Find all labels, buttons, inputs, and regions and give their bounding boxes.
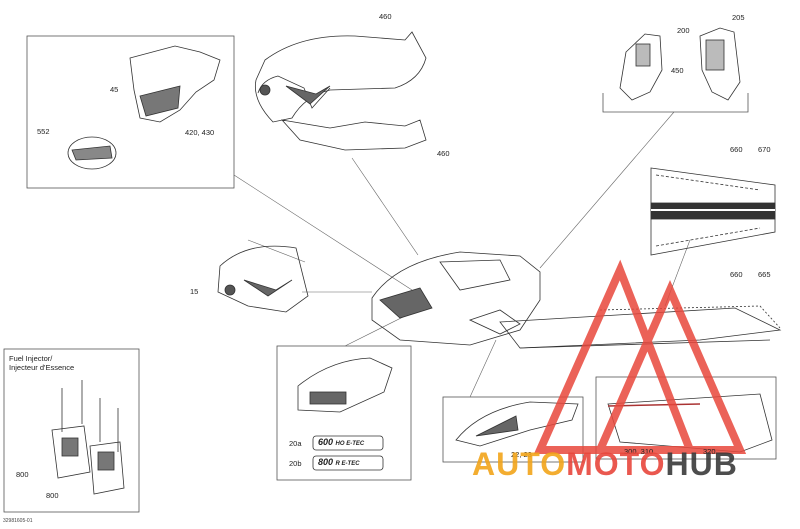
watermark-logo — [533, 259, 747, 454]
watermark-text: AUTOMOTOHUB — [472, 446, 738, 483]
callout-320: 320 — [703, 447, 716, 456]
detail-box-fuel-injector — [3, 348, 140, 513]
watermark-part-hub: HUB — [665, 446, 738, 482]
callout-460-bottom: 460 — [437, 149, 450, 158]
callout-45: 45 — [110, 85, 119, 94]
callout-200: 200 — [677, 26, 690, 35]
decal-800-suffix: R E-TEC — [335, 461, 360, 467]
decal-600-text: 600 HO E-TEC — [318, 438, 364, 449]
callout-670: 670 — [758, 145, 771, 154]
decal-600-suffix: HO E-TEC — [335, 441, 365, 447]
watermark-part-moto: MOTO — [566, 446, 666, 482]
callout-660-bottom: 660 — [730, 270, 743, 279]
callout-22-23: 22, 23 — [511, 450, 532, 459]
front-nose-panel — [217, 245, 309, 313]
side-plate-left — [619, 33, 663, 101]
fuel-injector-title: Fuel Injector/ Injecteur d'Essence — [9, 354, 74, 372]
detail-box-running-board — [595, 376, 777, 460]
front-vent-piece — [455, 401, 579, 447]
watermark-part-auto: AUTO — [472, 446, 567, 482]
callout-460-top: 460 — [379, 12, 392, 21]
fuel-injector-title-fr: Injecteur d'Essence — [9, 363, 75, 372]
decal-800-text: 800 R E-TEC — [318, 458, 360, 469]
side-plate-right — [699, 27, 741, 101]
engine-side-decal — [297, 357, 393, 471]
document-number: 32981605-01 — [3, 518, 33, 524]
decal-600-number: 600 — [318, 437, 334, 447]
detail-bracket-side-plates — [602, 93, 749, 113]
callout-205: 205 — [732, 13, 745, 22]
callout-20a: 20a — [289, 439, 302, 448]
fuel-injector-assembly — [51, 380, 125, 495]
leader-lines — [233, 111, 691, 398]
callout-660-top: 660 — [730, 145, 743, 154]
callout-15: 15 — [190, 287, 199, 296]
side-panel-decal — [67, 45, 221, 170]
callout-300-310: 300, 310 — [624, 447, 654, 456]
detail-box-front-vent — [442, 396, 584, 463]
detail-box-side-panel — [26, 35, 235, 189]
callout-552: 552 — [37, 127, 50, 136]
tunnel-decal-strip — [650, 167, 776, 256]
hood-panel-top — [254, 31, 427, 151]
detail-box-engine-decal — [276, 345, 412, 481]
callout-450: 450 — [671, 66, 684, 75]
callout-665: 665 — [758, 270, 771, 279]
callout-420-430: 420, 430 — [185, 128, 215, 137]
snowmobile-body — [371, 251, 782, 349]
decal-800-number: 800 — [318, 457, 334, 467]
callout-800-upper: 800 — [16, 470, 29, 479]
callout-800-lower: 800 — [46, 491, 59, 500]
fuel-injector-title-en: Fuel Injector/ — [9, 354, 53, 363]
callout-20b: 20b — [289, 459, 302, 468]
